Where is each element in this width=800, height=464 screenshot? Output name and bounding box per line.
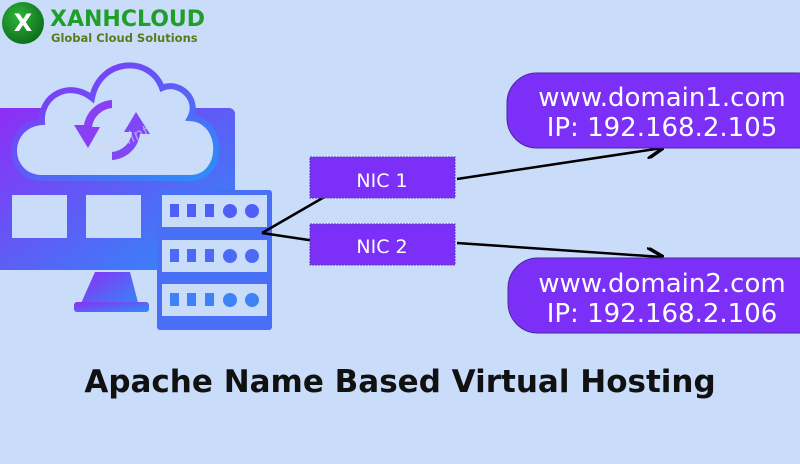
logo-letter: X <box>14 9 33 37</box>
server-unit-slot <box>187 204 196 217</box>
cloud-icon <box>11 62 220 181</box>
domain-2-host: www.domain2.com <box>538 269 785 299</box>
server-rack-icon <box>157 190 272 330</box>
nic-2: NIC 2 <box>309 223 456 266</box>
server-unit-slot <box>205 204 214 217</box>
server-unit-light <box>223 204 237 218</box>
server-unit-slot <box>170 293 179 306</box>
server-unit-slot <box>170 204 179 217</box>
nic-1-label: NIC 1 <box>356 170 407 192</box>
nic-1: NIC 1 <box>309 156 456 199</box>
server-unit-slot <box>187 293 196 306</box>
domain-1-host: www.domain1.com <box>538 83 785 113</box>
server-unit-slot <box>187 249 196 262</box>
arrow-nic2-domain2 <box>456 241 662 257</box>
sync-icon <box>74 100 112 148</box>
server-unit-slot <box>205 249 214 262</box>
server-unit-slot <box>205 293 214 306</box>
server-unit-slot <box>170 249 179 262</box>
server-unit-light <box>245 293 259 307</box>
domain-1-ip: IP: 192.168.2.105 <box>547 113 778 143</box>
logo: X XANHCLOUD Global Cloud Solutions <box>2 2 205 45</box>
logo-tagline: Global Cloud Solutions <box>51 31 198 45</box>
domain-1: www.domain1.com IP: 192.168.2.105 <box>506 72 800 149</box>
nic-2-label: NIC 2 <box>356 236 407 258</box>
logo-brand: XANHCLOUD <box>50 7 205 32</box>
server-unit-light <box>223 249 237 263</box>
domain-2-ip: IP: 192.168.2.106 <box>547 299 778 329</box>
server-unit-light <box>245 204 259 218</box>
domain-2: www.domain2.com IP: 192.168.2.106 <box>507 257 800 334</box>
server-unit-light <box>223 293 237 307</box>
logo-badge-icon <box>2 2 44 44</box>
diagram-title: Apache Name Based Virtual Hosting <box>84 364 715 400</box>
arrow-nic1-domain1 <box>456 148 662 181</box>
server-unit-light <box>245 249 259 263</box>
